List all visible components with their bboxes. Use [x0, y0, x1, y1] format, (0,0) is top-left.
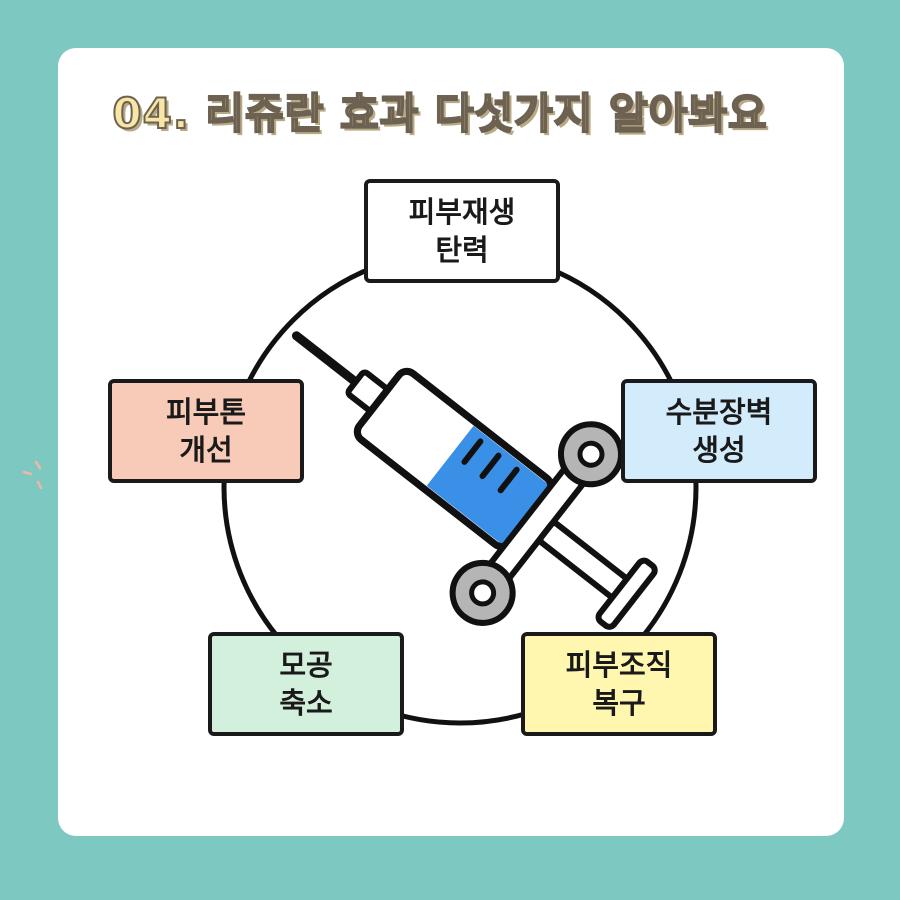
effect-label-line2: 개선: [179, 433, 233, 467]
effect-box-skin-tone: 피부톤 개선: [108, 379, 304, 483]
effect-label-line1: 수분장벽: [665, 395, 773, 429]
effect-label-line2: 복구: [592, 686, 646, 720]
effect-label-line2: 탄력: [435, 233, 489, 267]
effect-box-tissue-repair: 피부조직 복구: [521, 632, 717, 736]
effect-label-line1: 피부조직: [565, 648, 673, 682]
effect-label-line1: 모공: [279, 648, 333, 682]
effect-box-pore-reduction: 모공 축소: [208, 632, 404, 736]
effect-label-line1: 피부톤: [165, 395, 247, 429]
sparkle-icon: [22, 460, 43, 490]
effect-label-line1: 피부재생: [408, 195, 516, 229]
effect-box-moisture-barrier: 수분장벽 생성: [621, 379, 817, 483]
effect-label-line2: 생성: [692, 433, 746, 467]
effect-box-skin-regeneration: 피부재생 탄력: [364, 179, 560, 283]
syringe-icon: [291, 331, 658, 630]
effect-label-line2: 축소: [279, 686, 333, 720]
page-title: 04. 리쥬란 효과 다섯가지 알아봐요: [111, 88, 768, 139]
